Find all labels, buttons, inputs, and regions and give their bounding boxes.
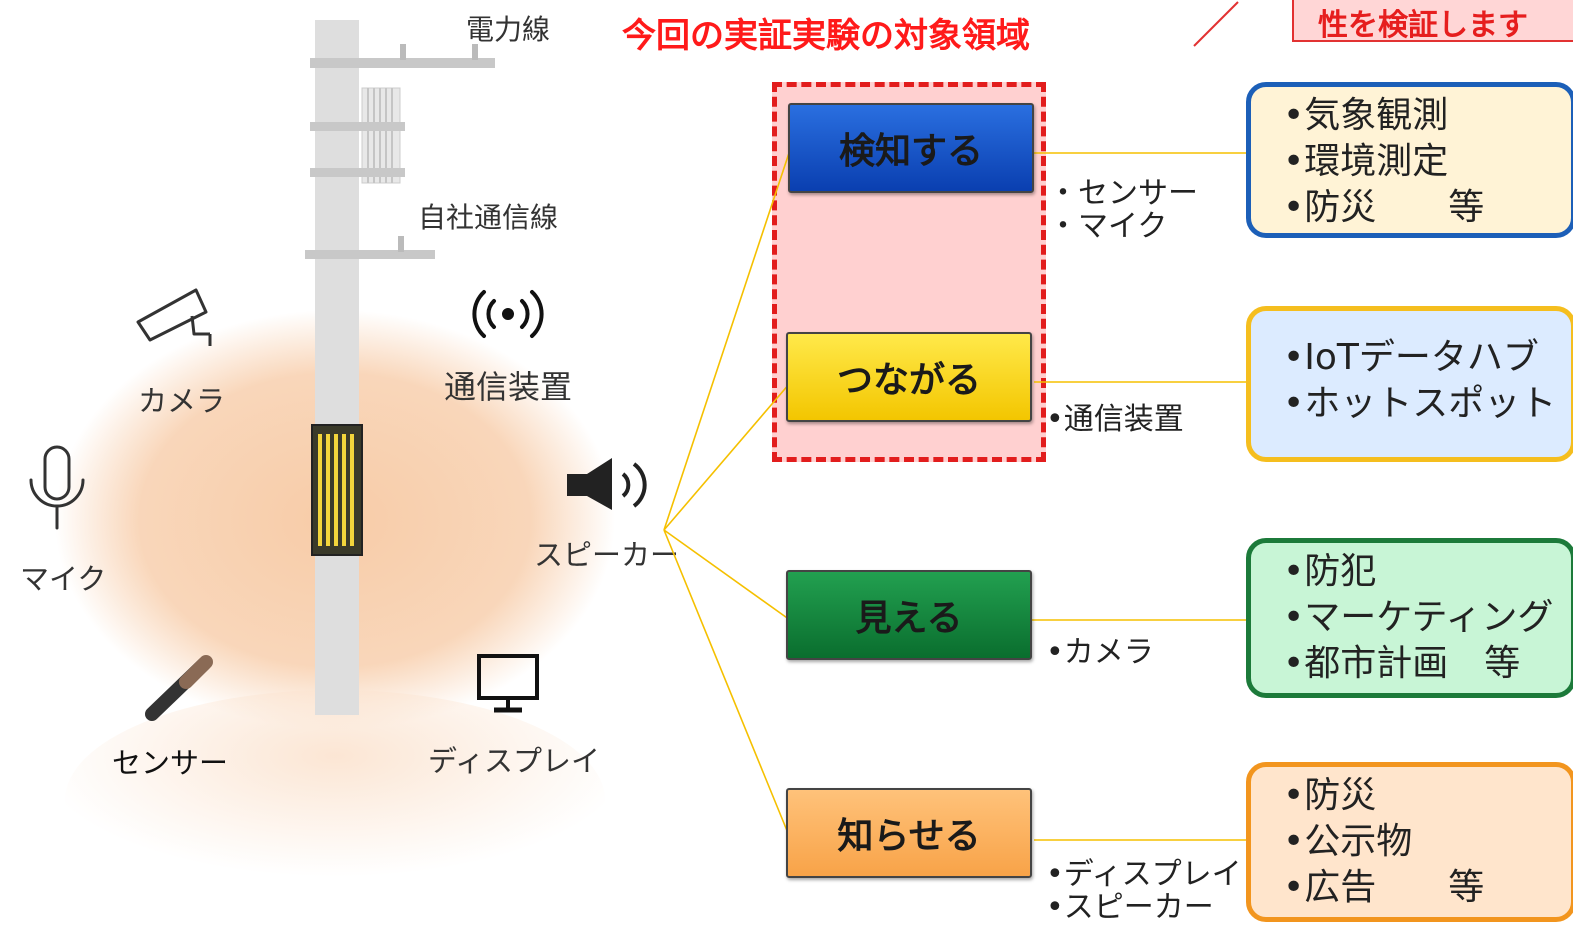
uses-connect: •IoTデータハブ •ホットスポット 等 bbox=[1246, 306, 1573, 462]
connect-devices: •通信装置 bbox=[1046, 402, 1184, 437]
camera-label: カメラ bbox=[138, 384, 226, 418]
connector-detect bbox=[663, 149, 791, 531]
sensor-icon bbox=[145, 655, 213, 721]
utility-pole bbox=[315, 20, 359, 715]
connector-notify bbox=[663, 529, 791, 839]
camera-icon bbox=[136, 288, 212, 346]
sensor-label: センサー bbox=[112, 746, 229, 780]
mic-icon bbox=[29, 445, 85, 530]
function-connect: つながる bbox=[786, 332, 1032, 422]
uses-detect: •気象観測 •環境測定 •防災 等 bbox=[1246, 82, 1573, 238]
glow-area-lower bbox=[65, 690, 605, 910]
notify-devices: •ディスプレイ •スピーカー bbox=[1046, 857, 1242, 925]
wireless-icon bbox=[472, 290, 544, 338]
comm-line-label: 自社通信線 bbox=[418, 201, 559, 234]
pole-illustration bbox=[29, 20, 647, 910]
power-line-label: 電力線 bbox=[466, 13, 551, 46]
callout-note-text: 性を検証します bbox=[1318, 8, 1528, 42]
crossarm-top bbox=[310, 58, 495, 68]
title-callout-line bbox=[1193, 1, 1239, 47]
uses-notify: •防災 •公示物 •広告 等 bbox=[1246, 762, 1573, 922]
crossarm-comm bbox=[305, 250, 435, 259]
connector-see bbox=[663, 529, 791, 621]
speaker-icon bbox=[567, 458, 647, 510]
display-icon bbox=[477, 654, 539, 713]
display-label: ディスプレイ bbox=[428, 744, 600, 778]
detect-devices: ・センサー ・マイク bbox=[1048, 176, 1198, 244]
uses-see: •防犯 •マーケティング •都市計画 等 bbox=[1246, 538, 1573, 698]
see-devices: •カメラ bbox=[1046, 635, 1154, 670]
callout-note: 性を検証します bbox=[1292, 0, 1573, 42]
diagram-title: 今回の実証実験の対象領域 bbox=[622, 16, 1030, 56]
comm-device-label: 通信装置 bbox=[444, 368, 573, 406]
function-see: 見える bbox=[786, 570, 1032, 660]
function-detect: 検知する bbox=[788, 103, 1034, 193]
speaker-label: スピーカー bbox=[534, 538, 680, 572]
connector-connect bbox=[663, 382, 791, 531]
function-notify: 知らせる bbox=[786, 788, 1032, 878]
mic-label: マイク bbox=[20, 562, 107, 596]
